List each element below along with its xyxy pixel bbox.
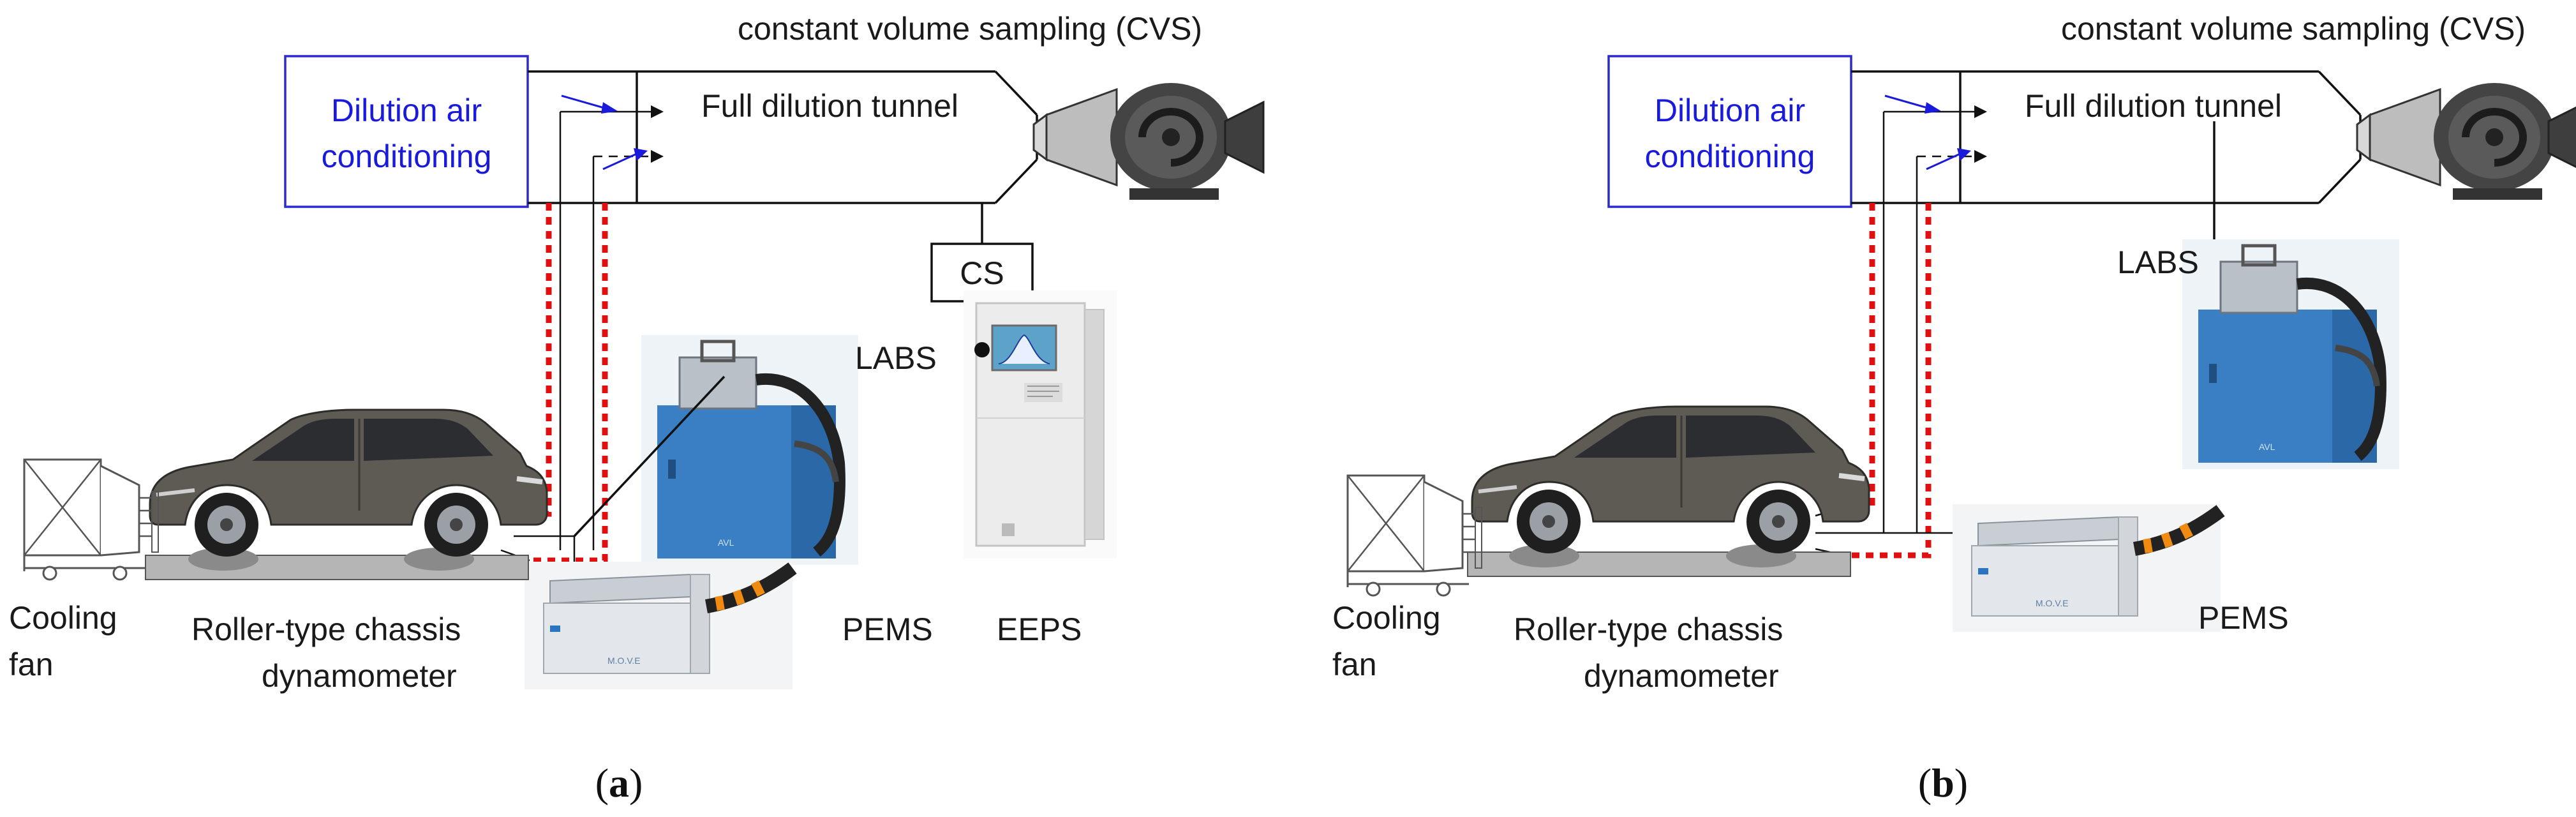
tunnel-label: Full dilution tunnel	[701, 88, 958, 124]
panel-label-a: (a)	[595, 760, 643, 806]
cvs-blower-icon	[2357, 83, 2576, 200]
dilution-label-line2: conditioning	[1645, 139, 1815, 174]
dyno-label-line1: Roller-type chassis	[191, 611, 461, 647]
dilution-tunnel	[1851, 70, 2362, 533]
cooling-fan-icon	[1346, 474, 1483, 597]
pems-instrument-icon	[525, 562, 793, 689]
dilution-air-box	[284, 55, 529, 208]
car-icon	[1472, 407, 1869, 553]
fan-label-line2: fan	[9, 647, 54, 682]
panel-label-b: (b)	[1918, 760, 1968, 806]
pems-instrument-icon	[1953, 504, 2221, 632]
cs-label: CS	[960, 255, 1004, 291]
labs-label: LABS	[855, 340, 937, 376]
eeps-instrument-icon	[962, 289, 1118, 560]
cvs-label: constant volume sampling (CVS)	[2061, 11, 2526, 47]
pems-label: PEMS	[842, 611, 933, 647]
tunnel-label: Full dilution tunnel	[2025, 88, 2282, 124]
dilution-label-line1: Dilution air	[1655, 93, 1805, 128]
pems-label: PEMS	[2198, 600, 2289, 636]
dyno-label-line1: Roller-type chassis	[1514, 611, 1783, 647]
labs-instrument-icon	[641, 335, 858, 565]
cooling-fan-icon	[23, 458, 160, 581]
labs-label: LABS	[2117, 244, 2199, 280]
fan-label-line1: Cooling	[9, 600, 117, 636]
fan-label-line2: fan	[1332, 647, 1377, 682]
eeps-label: EEPS	[997, 611, 1082, 647]
dilution-label-line2: conditioning	[322, 139, 492, 174]
dyno-label-line2: dynamometer	[262, 658, 457, 694]
panel-b: constant volume sampling (CVS) Dilution …	[1332, 11, 2576, 806]
dyno-label-line2: dynamometer	[1584, 658, 1779, 694]
cvs-blower-icon	[1034, 83, 1263, 200]
panel-a: constant volume sampling (CVS) Dilution …	[9, 11, 1263, 806]
fan-label-line1: Cooling	[1332, 600, 1441, 636]
dilution-label-line1: Dilution air	[331, 93, 482, 128]
dilution-air-box	[1607, 55, 1852, 208]
cvs-label: constant volume sampling (CVS)	[738, 11, 1202, 47]
labs-instrument-icon	[2182, 239, 2399, 469]
car-icon	[150, 410, 547, 557]
